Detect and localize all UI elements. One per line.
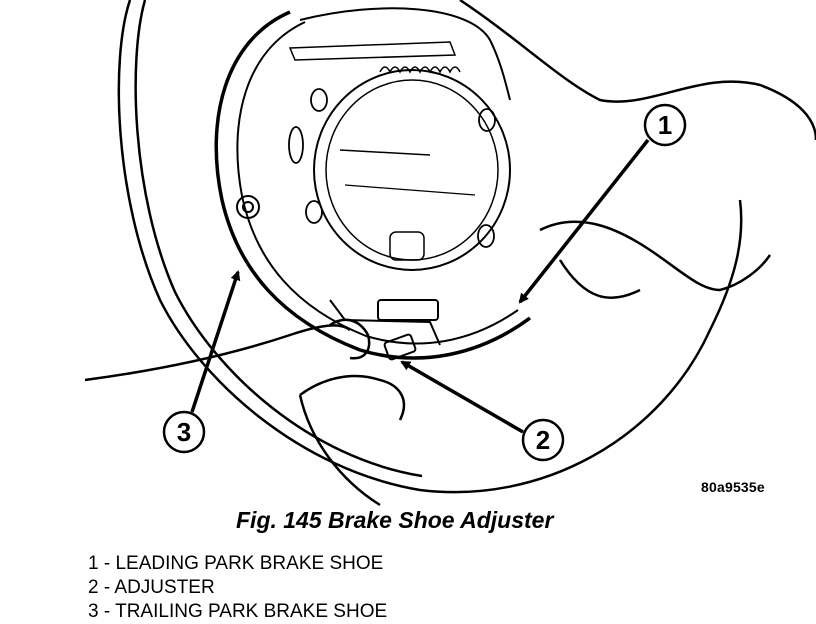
callout-2-label: 2 — [536, 425, 550, 455]
brake-shoe-ring — [214, 7, 532, 360]
figure-code: 80a9535e — [701, 479, 765, 495]
callout-3-label: 3 — [177, 417, 191, 447]
legend-item: 2 - ADJUSTER — [88, 577, 215, 598]
backing-plate — [117, 0, 743, 494]
hand-right — [459, 0, 816, 299]
arrow-icon — [518, 138, 650, 304]
callout-2: 2 — [400, 360, 565, 462]
legend: 1 - LEADING PARK BRAKE SHOE 2 - ADJUSTER… — [88, 552, 387, 624]
arrow-icon — [400, 360, 524, 434]
legend-item: 1 - LEADING PARK BRAKE SHOE — [88, 553, 384, 574]
return-spring — [288, 41, 461, 74]
hub-center — [313, 69, 511, 271]
anchor-bolt — [236, 195, 260, 219]
arrow-icon — [190, 270, 241, 413]
callout-3: 3 — [162, 270, 241, 454]
lug-holes — [288, 88, 496, 248]
legend-item: 3 - TRAILING PARK BRAKE SHOE — [88, 601, 388, 622]
hand-lower — [84, 318, 406, 507]
adjuster-bracket — [329, 299, 441, 361]
figure-title: Fig. 145 Brake Shoe Adjuster — [236, 507, 554, 533]
callout-1: 1 — [518, 103, 687, 304]
callout-1-label: 1 — [658, 110, 672, 140]
brake-assembly-illustration: 1 2 3 — [84, 0, 816, 507]
